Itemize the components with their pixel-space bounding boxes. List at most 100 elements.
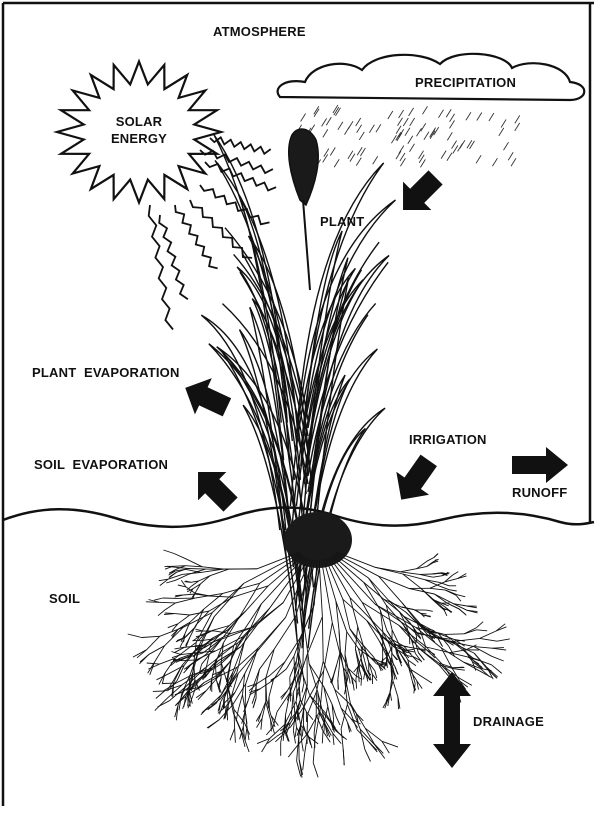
root-strand (182, 572, 201, 574)
rain-streak (441, 151, 446, 159)
root-strand (165, 627, 184, 645)
root-strand (353, 680, 355, 690)
root-strand (341, 729, 343, 749)
rain-streak (492, 158, 497, 166)
rain-streak (399, 110, 404, 118)
rain-streak (369, 125, 374, 133)
root-strand (492, 656, 504, 661)
rain-streak (466, 112, 471, 120)
root-strand (477, 630, 488, 631)
rain-streak (405, 128, 410, 136)
atmosphere-label: ATMOSPHERE (213, 24, 306, 39)
root-strand (303, 622, 304, 666)
root-strand (449, 590, 457, 591)
root-strand (175, 575, 188, 581)
root-strand (364, 672, 365, 679)
root-strand (291, 693, 293, 716)
root-strand (492, 648, 506, 650)
root-strand (356, 679, 357, 689)
root-strand (319, 560, 322, 617)
root-strand (308, 692, 317, 714)
root-strand (430, 588, 446, 590)
rain-streak (338, 122, 343, 130)
root-strand (323, 661, 335, 689)
root-strand (173, 566, 186, 567)
irrigation-arrow (385, 449, 445, 511)
root-strand (434, 554, 438, 558)
rain-streak (399, 146, 404, 154)
root-strand (234, 709, 245, 723)
rain-streak (410, 144, 415, 152)
root-strand (324, 687, 328, 707)
root-strand (313, 763, 318, 778)
root-strand (174, 554, 187, 560)
root-strand (371, 619, 381, 635)
drainage-label: DRAINAGE (473, 714, 544, 729)
rain-streak (356, 118, 361, 126)
root-strand (302, 683, 304, 693)
root-strand (314, 715, 316, 733)
rain-streak (322, 118, 327, 126)
root-strand (497, 639, 510, 641)
root-strand (266, 649, 275, 678)
root-strand (139, 654, 149, 664)
root-strand (324, 623, 333, 671)
rain-streak (477, 113, 482, 121)
rain-streak (326, 117, 331, 125)
root-strand (207, 720, 219, 728)
plant-evaporation-arrow (177, 370, 236, 426)
root-strand (423, 615, 431, 616)
root-strand (178, 615, 190, 624)
rain-streak (439, 110, 444, 118)
rain-streak (376, 124, 381, 132)
rain-streak (508, 152, 513, 160)
root-strand (175, 595, 183, 596)
root-strand (288, 748, 295, 757)
root-strand (480, 631, 496, 638)
root-strand (375, 745, 385, 758)
rain-streak (399, 129, 404, 137)
root-strand (433, 576, 442, 578)
root-strand (295, 727, 296, 737)
rain-streak (515, 115, 520, 123)
root-strand (260, 649, 275, 669)
root-strand (156, 691, 165, 699)
root-strand (266, 727, 273, 735)
root-strand (345, 632, 347, 654)
root-strand (456, 595, 461, 601)
rain-streak (359, 132, 364, 140)
root-strand (186, 638, 190, 646)
rain-cloud-icon (278, 54, 585, 168)
root-strand (400, 569, 416, 572)
root-strand (300, 685, 308, 708)
rain-streak (356, 158, 361, 166)
solar-ray (175, 205, 218, 268)
rain-streak (424, 132, 429, 140)
rain-streaks (297, 105, 520, 168)
root-strand (164, 614, 175, 615)
rain-streak (391, 135, 396, 143)
solar-energy-label-line1: SOLAR (116, 114, 163, 129)
root-strand (154, 598, 163, 600)
root-strand (477, 622, 484, 628)
root-strand (160, 627, 184, 636)
solar-ray (159, 215, 188, 299)
root-strand (426, 610, 433, 611)
root-strand (438, 639, 442, 646)
runoff-arrow (512, 447, 568, 483)
precipitation-arrow (389, 163, 450, 224)
root-strand (128, 634, 142, 638)
root-strand (420, 574, 433, 577)
root-strand (274, 616, 296, 649)
root-strand (324, 687, 332, 705)
root-strand (230, 729, 235, 741)
sun-icon (57, 62, 276, 330)
solar-energy-label-line2: ENERGY (111, 131, 167, 146)
rain-streak (334, 159, 339, 167)
root-strand (238, 695, 242, 710)
root-strand (440, 582, 449, 585)
root-strand (336, 717, 340, 725)
rain-streak (504, 142, 509, 150)
root-strand (427, 558, 434, 562)
